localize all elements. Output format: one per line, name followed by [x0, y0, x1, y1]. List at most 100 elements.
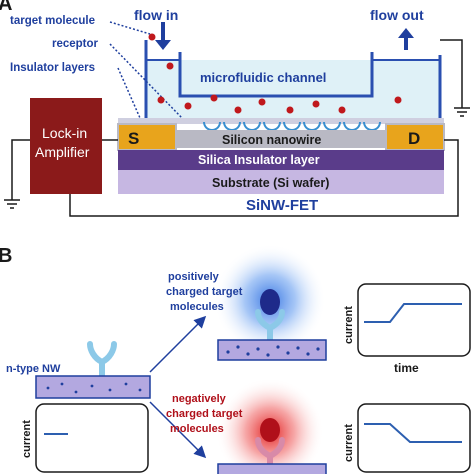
molecule-dot [286, 106, 294, 114]
positive-label-line1: positively [168, 271, 220, 283]
time-label: time [394, 361, 419, 375]
negative-label-line1: negatively [172, 393, 227, 405]
lock-in-label-line2: Amplifier [35, 144, 90, 160]
receptor-arc [343, 121, 361, 131]
device-name-label: SiNW-FET [246, 197, 318, 214]
wire-ground-left [11, 139, 30, 200]
dopant-dot [90, 384, 94, 388]
positive-graph-line [364, 303, 462, 323]
carrier-dot [266, 353, 270, 357]
positive-graph-frame [357, 283, 471, 357]
flow-out-label: flow out [370, 7, 424, 23]
positive-receptor-icon [255, 309, 285, 343]
wire-ground-right [440, 39, 463, 108]
carrier-dot [286, 351, 290, 355]
receptor-arc [223, 121, 241, 131]
negative-graph-line [364, 423, 462, 443]
microfluidic-fluid [146, 60, 440, 118]
negative-nanowire [217, 463, 327, 474]
receptor-pointer [109, 43, 183, 119]
insulator-layers-label: Insulator layers [10, 62, 95, 74]
receptor-arc [203, 121, 221, 131]
insulator-layer [118, 118, 444, 124]
receptor-label: receptor [52, 38, 99, 50]
positive-label-line3: molecules [170, 301, 224, 313]
carrier-dot [236, 345, 240, 349]
target-molecule-label: target molecule [10, 15, 95, 27]
microfluidic-channel-label: microfluidic channel [200, 70, 326, 85]
n-type-nanowire [35, 375, 151, 399]
positive-branch-arrow [149, 315, 207, 373]
receptor-arc [363, 121, 381, 131]
insulator-pointer [117, 67, 141, 119]
silicon-nanowire-label: Silicon nanowire [222, 133, 321, 147]
negative-current-label: current [343, 424, 355, 462]
carrier-dot [246, 352, 250, 356]
silica-insulator-layer [118, 150, 444, 170]
nanowire-dopants [46, 382, 142, 394]
substrate-label: Substrate (Si wafer) [212, 176, 329, 190]
molecule-dot [234, 106, 242, 114]
drain-label: D [408, 129, 420, 148]
molecule-dot [258, 98, 266, 106]
target-pointer [109, 21, 151, 35]
positive-molecule [260, 289, 280, 315]
dopant-dot [124, 382, 128, 386]
dopant-dot [46, 386, 50, 390]
dopant-dot [108, 388, 112, 392]
panel-b-label: B [0, 245, 12, 267]
silicon-nanowire [176, 130, 386, 148]
baseline-current-label: current [21, 420, 33, 458]
molecule-dot [184, 102, 192, 110]
dopant-dot [138, 388, 142, 392]
ground-right-icon [454, 107, 470, 117]
source-label: S [128, 129, 139, 148]
carrier-dot [296, 346, 300, 350]
baseline-graph-frame [35, 403, 149, 473]
molecule-dot [210, 94, 218, 102]
negative-branch-arrow [149, 401, 207, 459]
negative-label-line3: molecules [170, 423, 224, 435]
target-molecules [148, 33, 402, 114]
receptor-arc [323, 121, 341, 131]
negative-label-line2: charged target [166, 408, 243, 420]
molecule-dot [166, 62, 174, 70]
flow-in-label: flow in [134, 7, 178, 23]
carrier-dot [276, 345, 280, 349]
positive-nanowire-carriers [226, 345, 320, 357]
positive-nanowire [217, 339, 327, 361]
receptor-arc [283, 121, 301, 131]
receptor-arc [243, 121, 261, 131]
lock-in-label-line1: Lock-in [42, 125, 87, 141]
molecule-dot [148, 33, 156, 41]
receptor-array [203, 121, 381, 131]
molecule-dot [157, 96, 165, 104]
receptor-arc [303, 121, 321, 131]
lock-in-amplifier [30, 98, 102, 194]
carrier-dot [226, 350, 230, 354]
positive-current-label: current [343, 306, 355, 344]
negative-graph-frame [357, 403, 471, 473]
dopant-dot [74, 390, 78, 394]
carrier-dot [306, 352, 310, 356]
receptor-y-icon [87, 341, 117, 379]
molecule-dot [338, 106, 346, 114]
carrier-dot [316, 347, 320, 351]
wire-drain [69, 139, 459, 217]
source-electrode [117, 123, 177, 151]
negative-molecule [260, 418, 280, 442]
substrate-layer [118, 170, 444, 194]
dopant-dot [60, 382, 64, 386]
channel-top-block [178, 52, 374, 98]
ground-left-icon [4, 199, 20, 209]
carrier-dot [256, 347, 260, 351]
flow-out-arrow-icon [398, 28, 414, 38]
receptor-arc [263, 121, 281, 131]
n-type-nw-label: n-type NW [6, 363, 61, 375]
molecule-dot [312, 100, 320, 108]
silica-insulator-label: Silica Insulator layer [198, 153, 320, 167]
molecule-dot [394, 96, 402, 104]
flow-in-arrow-icon [155, 40, 171, 50]
